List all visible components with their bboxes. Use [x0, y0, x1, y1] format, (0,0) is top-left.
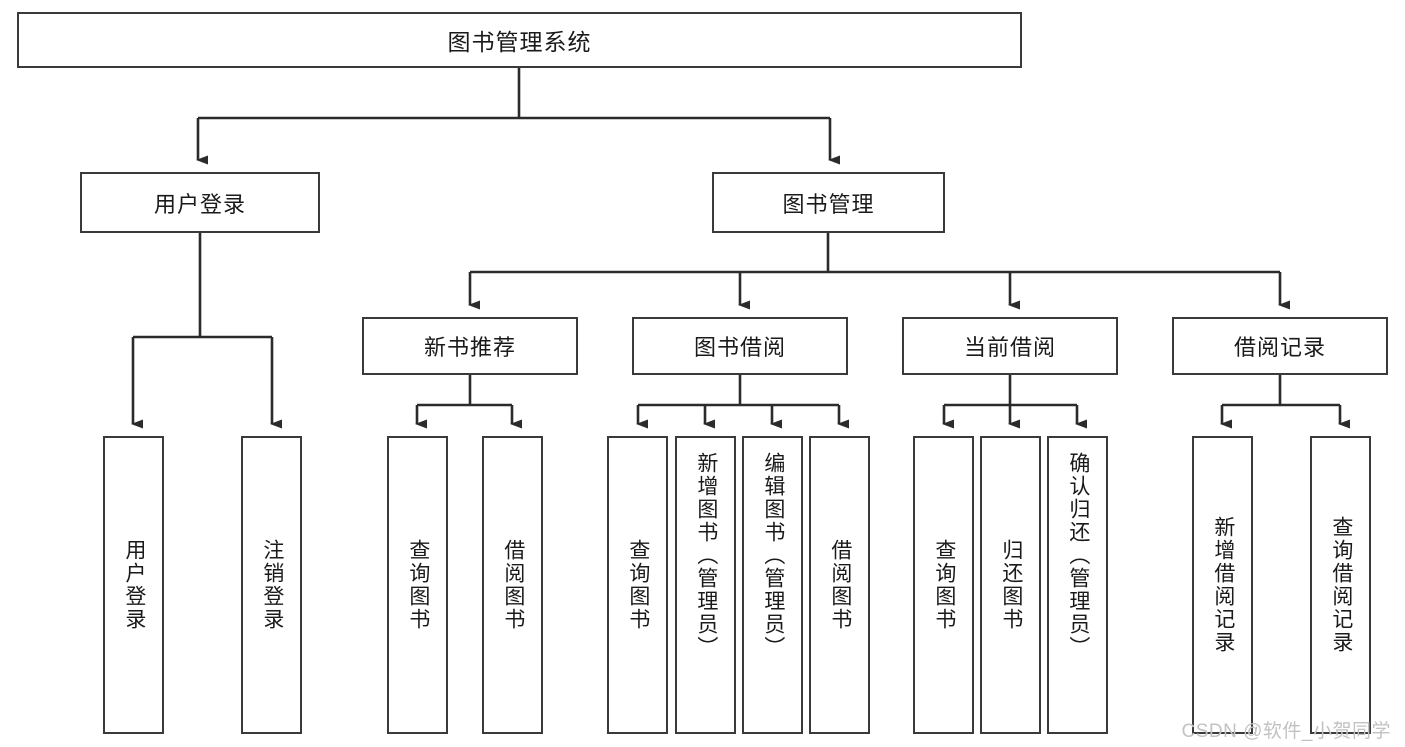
- leaf-text-wrap: 借阅图书: [484, 446, 541, 724]
- node-label: 借阅记录: [1233, 335, 1326, 360]
- node-label: 借阅图书: [501, 539, 525, 631]
- node-leaf-add-book[interactable]: 新增图书（管理员）: [675, 436, 736, 734]
- node-label: 查询借阅记录: [1329, 516, 1353, 654]
- leaf-text-wrap: 归还图书: [982, 446, 1039, 724]
- node-leaf-query-record[interactable]: 查询借阅记录: [1310, 436, 1371, 734]
- node-label: 确认归还（管理员）: [1066, 452, 1090, 659]
- node-leaf-edit-book[interactable]: 编辑图书（管理员）: [742, 436, 803, 734]
- node-label: 用户登录: [153, 191, 246, 217]
- node-label: 图书管理系统: [447, 29, 592, 55]
- node-label: 当前借阅: [963, 335, 1056, 360]
- node-label: 图书借阅: [693, 335, 786, 360]
- leaf-text-wrap: 查询图书: [609, 446, 666, 724]
- leaf-text-wrap: 编辑图书（管理员）: [744, 446, 801, 724]
- leaf-text-wrap: 注销登录: [243, 446, 300, 724]
- node-label: 新增借阅记录: [1211, 516, 1235, 654]
- node-label: 借阅图书: [828, 539, 852, 631]
- node-leaf-query-book-3[interactable]: 查询图书: [913, 436, 974, 734]
- node-label: 归还图书: [999, 539, 1023, 631]
- node-new-book-recommend[interactable]: 新书推荐: [362, 317, 578, 375]
- node-leaf-add-record[interactable]: 新增借阅记录: [1192, 436, 1253, 734]
- leaf-text-wrap: 新增图书（管理员）: [677, 446, 734, 724]
- node-leaf-query-book-1[interactable]: 查询图书: [387, 436, 448, 734]
- node-label: 查询图书: [626, 539, 650, 631]
- node-leaf-return-book[interactable]: 归还图书: [980, 436, 1041, 734]
- leaf-text-wrap: 查询图书: [389, 446, 446, 724]
- node-leaf-borrow-book-1[interactable]: 借阅图书: [482, 436, 543, 734]
- node-label: 图书管理: [782, 191, 875, 217]
- node-book-manage[interactable]: 图书管理: [712, 172, 945, 233]
- node-leaf-user-login[interactable]: 用户登录: [103, 436, 164, 734]
- node-user-login[interactable]: 用户登录: [80, 172, 320, 233]
- node-label: 新书推荐: [423, 335, 516, 360]
- node-label: 用户登录: [122, 539, 146, 631]
- node-leaf-confirm-return[interactable]: 确认归还（管理员）: [1047, 436, 1108, 734]
- leaf-text-wrap: 借阅图书: [811, 446, 868, 724]
- node-borrow-record[interactable]: 借阅记录: [1172, 317, 1388, 375]
- node-current-borrow[interactable]: 当前借阅: [902, 317, 1118, 375]
- node-label: 注销登录: [260, 539, 284, 631]
- node-leaf-logout-login[interactable]: 注销登录: [241, 436, 302, 734]
- leaf-text-wrap: 查询图书: [915, 446, 972, 724]
- node-leaf-borrow-book-2[interactable]: 借阅图书: [809, 436, 870, 734]
- node-label: 新增图书（管理员）: [694, 452, 718, 659]
- node-leaf-query-book-2[interactable]: 查询图书: [607, 436, 668, 734]
- leaf-text-wrap: 查询借阅记录: [1312, 446, 1369, 724]
- csdn-watermark: CSDN @软件_小贺同学: [1181, 721, 1391, 742]
- node-root-book-management-system[interactable]: 图书管理系统: [17, 12, 1022, 68]
- leaf-text-wrap: 新增借阅记录: [1194, 446, 1251, 724]
- leaf-text-wrap: 用户登录: [105, 446, 162, 724]
- leaf-text-wrap: 确认归还（管理员）: [1049, 446, 1106, 724]
- node-label: 查询图书: [932, 539, 956, 631]
- node-label: 查询图书: [406, 539, 430, 631]
- node-label: 编辑图书（管理员）: [761, 452, 785, 659]
- node-book-borrow[interactable]: 图书借阅: [632, 317, 848, 375]
